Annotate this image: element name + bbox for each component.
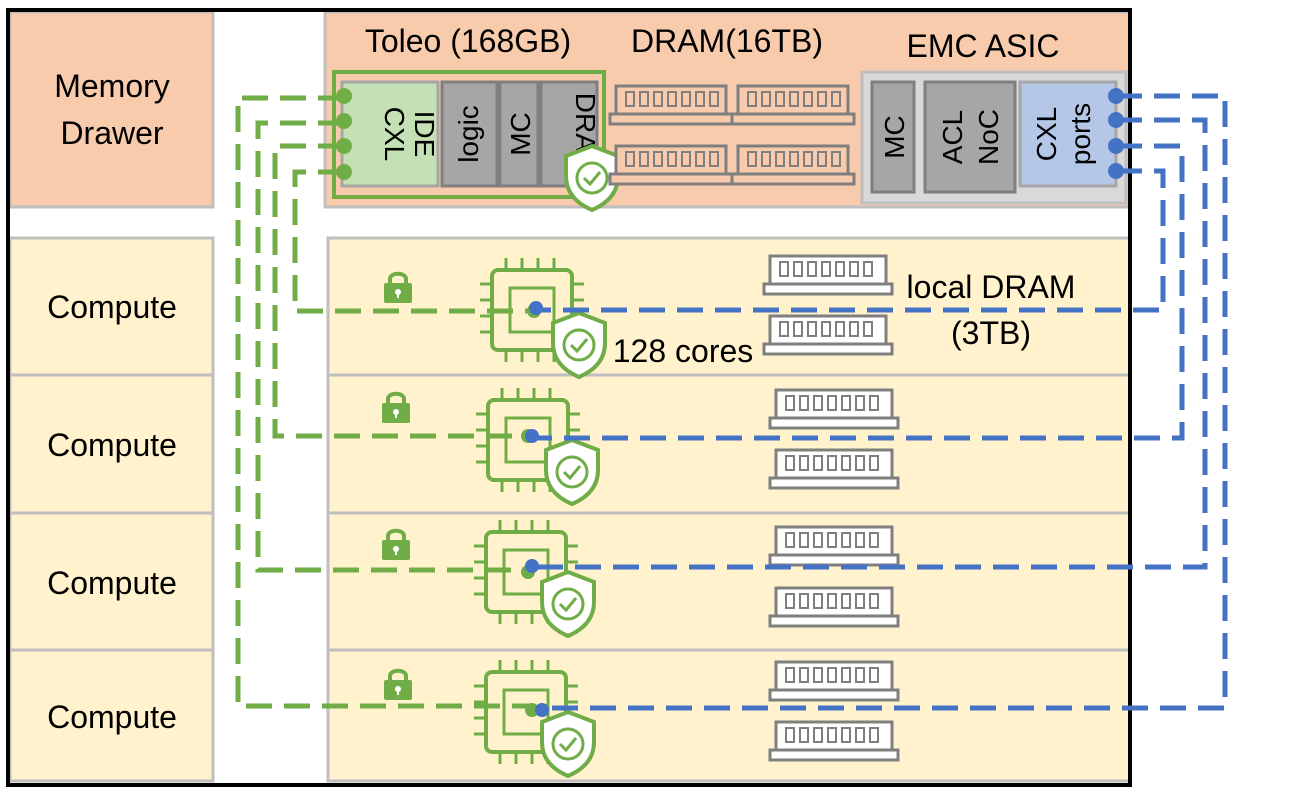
compute-bg-2 [326,373,1132,515]
emc-mc-label: MC [879,115,910,159]
green-secure-links [235,95,534,709]
dram-module-icon [608,84,734,126]
compute-bg-1 [326,236,1132,377]
dram-module-icon [608,144,734,186]
dram-title: DRAM(16TB) [631,23,823,59]
acl-noc-line1: ACL [937,110,968,164]
drawer-dram-modules [608,84,856,186]
acl-noc-block [923,80,1017,194]
green-connection-dots [336,88,541,717]
memory-drawer-label-bg [8,10,215,209]
logic-block [440,80,499,188]
dram-module-icon [730,144,856,186]
blue-cxl-links [530,93,1228,711]
emc-asic-chip: MC ACL NoC CXL ports [860,70,1128,205]
cxl-ide-block [340,80,440,188]
memory-drawer-label-line1: Memory [54,68,170,104]
compute-bg-3 [326,511,1132,652]
memory-drawer-label-line2: Drawer [60,115,163,151]
local-dram-line2: (3TB) [951,315,1031,351]
blue-connection-dots [525,88,1124,717]
compute-label-3: Compute [47,565,177,601]
security-shield-icon [544,438,600,506]
dram-module-icon [768,586,900,628]
dram-module-icon [768,525,900,567]
compute-label-4: Compute [47,699,177,735]
compute-label-bg-4 [8,648,215,783]
security-shield-icon [540,570,596,638]
local-dram-line1: local DRAM [907,269,1076,305]
acl-noc-line2: NoC [973,109,1004,165]
security-shield-icon [540,710,596,778]
cxl-ports-line2: ports [1065,103,1096,165]
compute-label-1: Compute [47,289,177,325]
toleo-chip: CXL IDE logic MC DRAM [332,70,620,212]
dram-module-icon [768,388,900,430]
cxl-ports-line1: CXL [1031,107,1062,161]
toleo-mc-block [498,80,540,188]
compute-label-bg-1 [8,236,215,377]
compute-label-bg-2 [8,373,215,515]
compute-label-bg-3 [8,511,215,652]
toleo-mc-label: MC [505,112,536,156]
cores-annotation: 128 cores [613,333,754,369]
dram-module-icon [762,314,894,356]
compute-label-2: Compute [47,427,177,463]
security-shield-icon [551,311,607,379]
dram-module-icon [768,660,900,702]
emc-title: EMC ASIC [907,28,1060,64]
cxl-ide-line2: IDE [409,111,440,158]
cxl-ports-block [1018,80,1118,188]
dram-module-icon [768,448,900,490]
dram-module-icon [768,720,900,762]
logic-label: logic [453,105,484,163]
dram-module-icon [730,84,856,126]
dram-module-icon [762,254,894,296]
toleo-title: Toleo (168GB) [365,23,571,59]
emc-mc-block [870,80,916,194]
compute-bg-4 [326,648,1132,783]
rack-frame [6,8,1132,787]
cxl-ide-line1: CXL [379,107,410,161]
